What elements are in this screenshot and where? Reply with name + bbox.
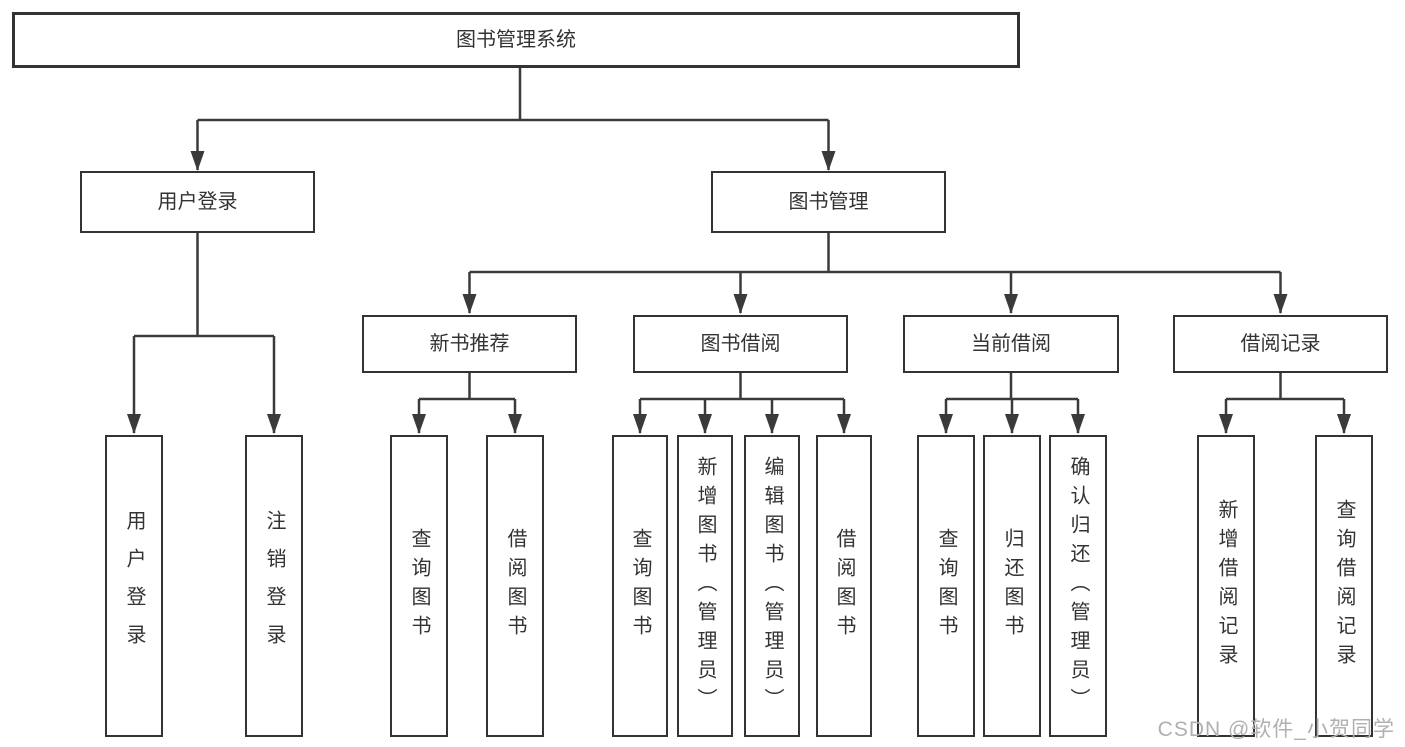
node-label: 查询图书 [935, 528, 957, 644]
csdn-watermark: CSDN @软件_小贺同学 [1157, 718, 1395, 741]
node-label: 查询图书 [629, 528, 651, 644]
node-user-login: 用户登录 [80, 171, 315, 233]
node-label: 借阅图书 [833, 528, 855, 644]
node-leaf-bb-add: 新增图书（管理员） [677, 435, 733, 737]
node-leaf-bb-borrow: 借阅图书 [816, 435, 872, 737]
node-label: 新增借阅记录 [1215, 499, 1237, 673]
connector-borrow-records [1219, 373, 1351, 434]
node-book-borrow: 图书借阅 [633, 315, 848, 373]
node-label: 借阅记录 [1240, 333, 1321, 355]
node-label: 借阅图书 [504, 528, 526, 644]
node-label: 图书借阅 [700, 333, 781, 355]
connector-book-mgmt [462, 233, 1288, 314]
node-leaf-br-query: 查询借阅记录 [1315, 435, 1373, 737]
node-new-books: 新书推荐 [362, 315, 577, 373]
node-leaf-logout: 注销登录 [245, 435, 303, 737]
node-label: 归还图书 [1001, 528, 1023, 644]
node-current-borrow: 当前借阅 [903, 315, 1119, 373]
node-label: 当前借阅 [971, 333, 1051, 355]
node-root: 图书管理系统 [12, 12, 1020, 68]
node-label: 注销登录 [263, 510, 285, 662]
node-leaf-cb-return: 归还图书 [983, 435, 1041, 737]
node-leaf-nb-borrow: 借阅图书 [486, 435, 544, 737]
node-leaf-br-add: 新增借阅记录 [1197, 435, 1255, 737]
node-label: 确认归还（管理员） [1067, 455, 1089, 717]
connector-user-login [127, 233, 281, 434]
node-label: 用户登录 [157, 191, 238, 213]
connector-current-borrow [939, 373, 1085, 434]
node-leaf-login: 用户登录 [105, 435, 163, 737]
connector-new-books [412, 373, 522, 434]
node-leaf-bb-query: 查询图书 [612, 435, 668, 737]
node-book-mgmt: 图书管理 [711, 171, 946, 233]
node-label: 查询借阅记录 [1333, 499, 1355, 673]
node-leaf-bb-edit: 编辑图书（管理员） [744, 435, 800, 737]
node-label: 图书管理系统 [456, 29, 576, 51]
node-label: 图书管理 [788, 191, 869, 213]
connector-book-borrow [633, 373, 851, 434]
node-leaf-cb-confirm: 确认归还（管理员） [1049, 435, 1107, 737]
node-label: 用户登录 [123, 510, 145, 662]
node-label: 查询图书 [408, 528, 430, 644]
connector-root [190, 68, 836, 171]
node-leaf-cb-query: 查询图书 [917, 435, 975, 737]
node-borrow-records: 借阅记录 [1173, 315, 1388, 373]
node-label: 新书推荐 [429, 333, 510, 355]
node-label: 新增图书（管理员） [694, 455, 716, 717]
node-leaf-nb-query: 查询图书 [390, 435, 448, 737]
node-label: 编辑图书（管理员） [761, 455, 783, 717]
